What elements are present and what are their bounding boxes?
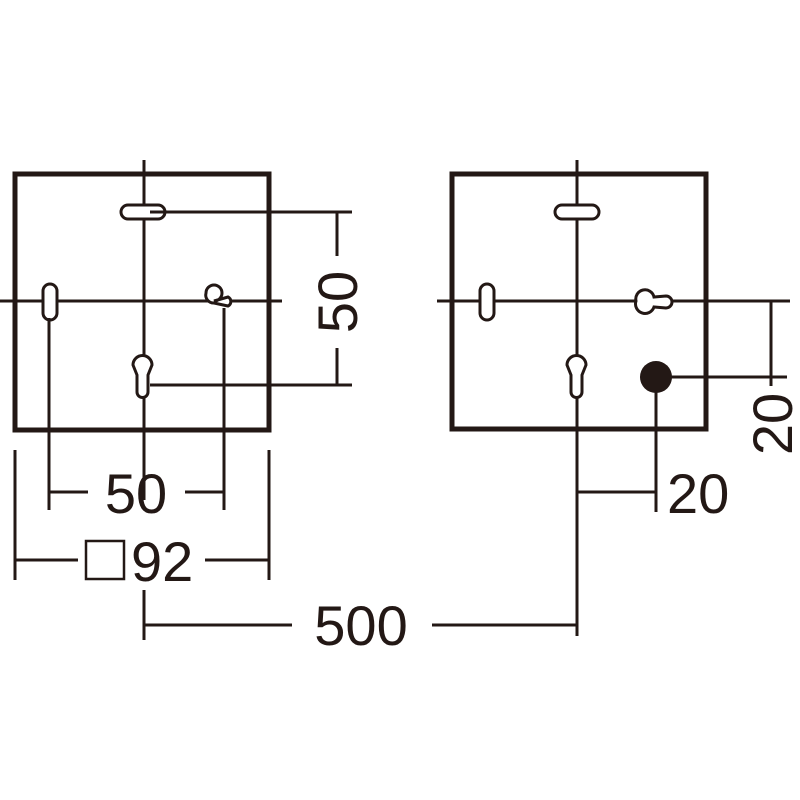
- left-vertical-dimension-label: 50: [306, 271, 369, 333]
- left-base-plate: 50 50 92: [0, 160, 369, 593]
- right-top-horizontal-slot: [553, 203, 601, 221]
- center-distance-label: 500: [314, 594, 407, 657]
- left-left-vertical-slot: [41, 282, 59, 322]
- right-horizontal-dimension-label: 20: [667, 462, 729, 525]
- center-distance-dimension: 500: [142, 590, 577, 657]
- square-symbol-icon: [84, 539, 126, 581]
- right-base-plate: 20 20: [437, 160, 800, 636]
- left-bottom-keyhole-slot: [131, 354, 154, 399]
- right-bottom-keyhole-slot: [565, 354, 588, 399]
- left-right-keyhole-slot: [204, 283, 233, 308]
- box-size-dimension-label: 92: [131, 530, 193, 593]
- right-left-vertical-slot: [478, 282, 496, 322]
- left-horizontal-dimension-label: 50: [105, 462, 167, 525]
- right-right-keyhole-slot: [634, 288, 674, 315]
- right-vertical-dimension-label: 20: [741, 393, 800, 455]
